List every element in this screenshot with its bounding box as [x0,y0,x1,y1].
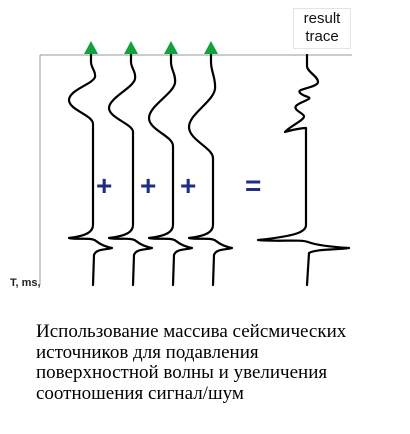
plus-sign: + [140,170,157,201]
result-trace-label: result trace [293,8,351,49]
source-triangle-icon [204,41,218,54]
seismic-trace [67,53,114,287]
source-triangle-icon [124,41,138,54]
plus-sign: + [96,170,113,201]
source-triangle-icon [84,41,98,54]
caption: Использование массива сейсмических источ… [36,321,396,404]
result-label-line-2: trace [305,28,339,45]
result-trace [256,53,351,287]
caption-line-2: источников для подавления [36,341,259,363]
caption-line-1: Использование массива сейсмических [36,321,347,342]
seismic-trace [187,53,234,287]
time-axis-label: T, ms, [10,277,41,289]
result-label-line-1: result [303,10,341,27]
seismic-trace [147,53,194,287]
seismic-trace [107,53,154,287]
caption-line-4: соотношения сигнал/шум [36,382,244,404]
source-triangle-icon [164,41,178,54]
caption-line-3: поверхностной волны и увеличения [36,362,328,383]
plus-sign: + [180,170,197,201]
equals-sign: = [245,170,262,201]
